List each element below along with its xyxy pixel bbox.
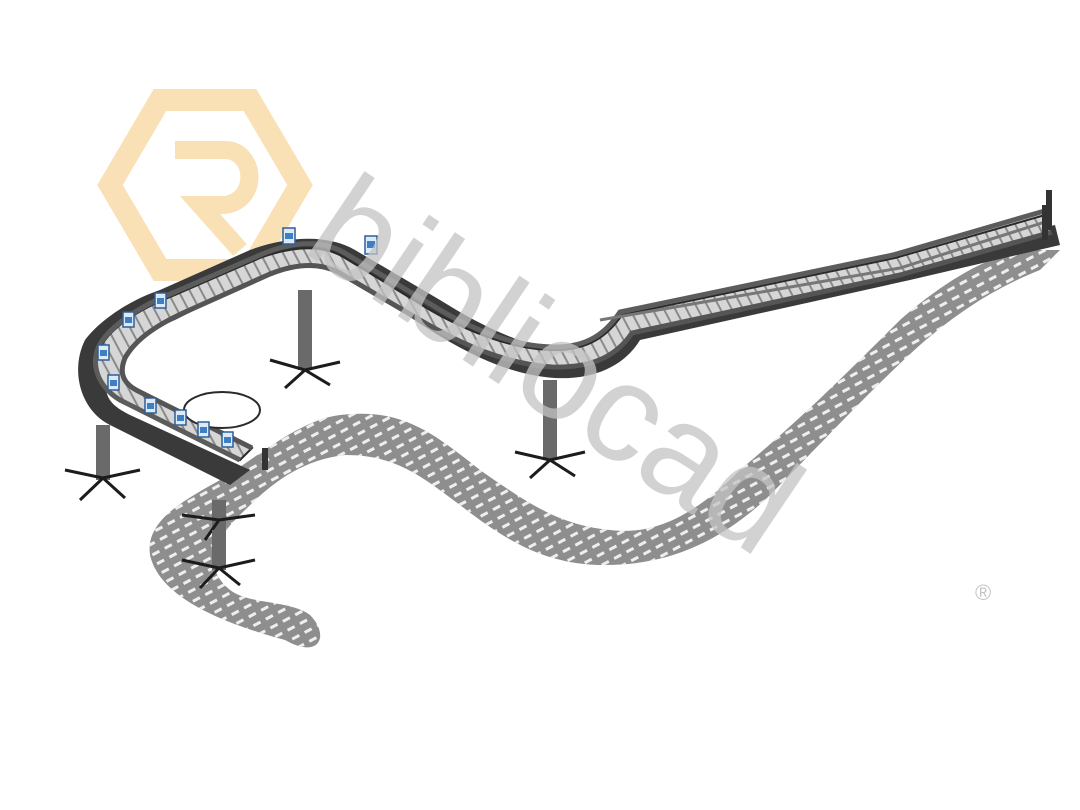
products bbox=[97, 227, 378, 448]
carton-product bbox=[107, 374, 120, 391]
parallel-lane bbox=[599, 220, 1046, 322]
inner-guide-rail bbox=[119, 229, 1053, 451]
leg-stand bbox=[64, 425, 141, 502]
end-post bbox=[262, 448, 268, 470]
carton-product bbox=[174, 409, 187, 426]
shadow-slots bbox=[149, 250, 1060, 648]
carton-product bbox=[122, 311, 135, 328]
leg-stand bbox=[514, 380, 586, 480]
leg-stand bbox=[269, 290, 341, 390]
carton-product bbox=[154, 292, 167, 309]
outer-guide-rail bbox=[93, 207, 1049, 463]
platform-disc bbox=[183, 391, 261, 429]
support-legs bbox=[64, 290, 586, 590]
end-post bbox=[1042, 205, 1048, 240]
watermark-trademark: ® bbox=[975, 580, 991, 605]
carton-product bbox=[197, 421, 210, 438]
end-post bbox=[1046, 190, 1052, 230]
carton-product bbox=[221, 431, 234, 448]
carton-product bbox=[144, 397, 157, 414]
carton-product bbox=[282, 227, 296, 245]
leg-stand bbox=[181, 530, 256, 590]
carton-product bbox=[364, 235, 378, 255]
carton-product bbox=[97, 344, 110, 361]
floor-shadow bbox=[149, 250, 1060, 648]
